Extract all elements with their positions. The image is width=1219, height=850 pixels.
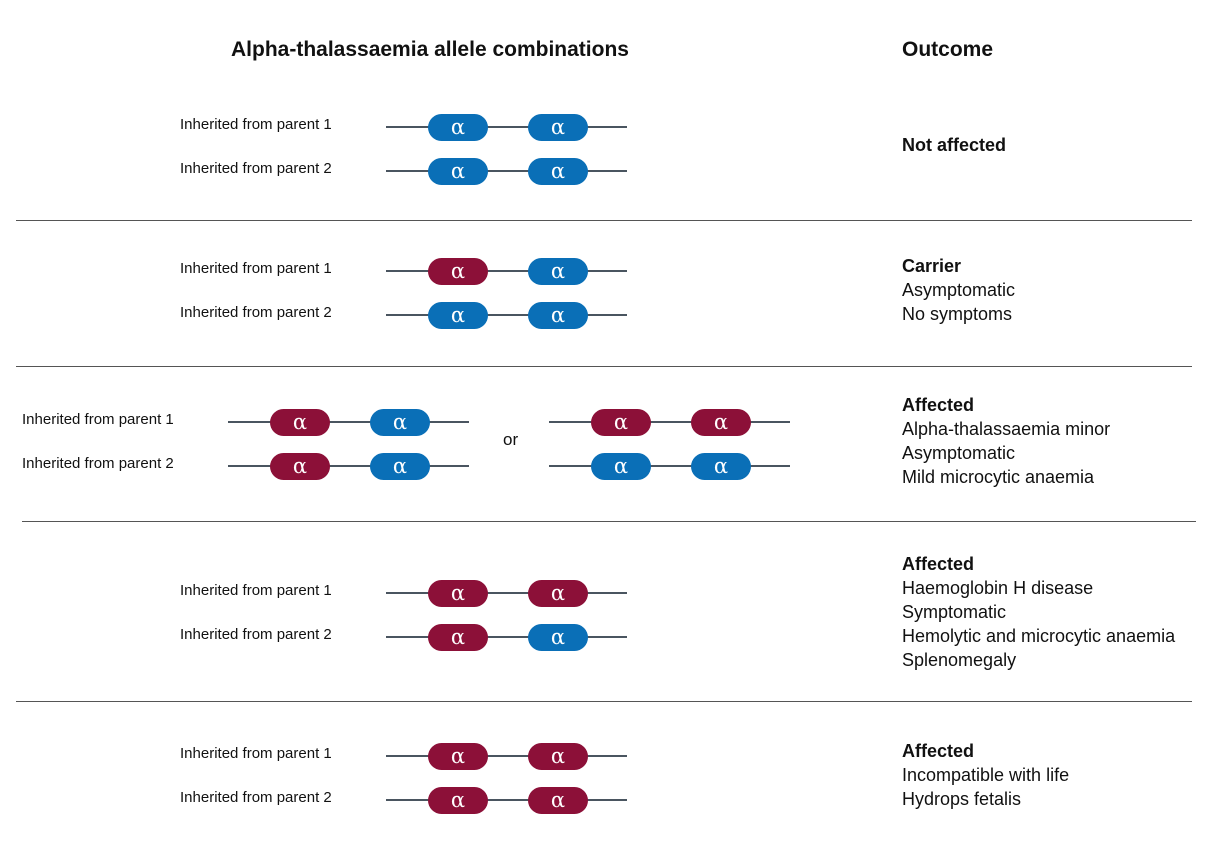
chromosome-line (386, 314, 627, 316)
outcome-detail: Haemoglobin H disease (902, 578, 1094, 598)
mutant-alpha-allele: α (528, 787, 588, 814)
mutant-alpha-allele: α (428, 580, 488, 607)
outcome-description: Not affected (902, 133, 1006, 157)
parent-label: Inherited from parent 1 (180, 582, 332, 599)
mutant-alpha-allele: α (270, 453, 330, 480)
normal-alpha-allele: α (528, 158, 588, 185)
mutant-alpha-allele: α (428, 787, 488, 814)
mutant-alpha-allele: α (428, 258, 488, 285)
or-label: or (503, 430, 519, 449)
parent-label: Inherited from parent 1 (180, 745, 332, 762)
parent-label: Inherited from parent 1 (180, 260, 332, 277)
parent-label: Inherited from parent 2 (180, 626, 332, 643)
chromosome-line (386, 592, 627, 594)
parent-label: Inherited from parent 2 (180, 160, 332, 177)
outcome-detail: Hemolytic and microcytic anaemia (902, 626, 1176, 646)
normal-alpha-allele: α (528, 302, 588, 329)
mutant-alpha-allele: α (591, 409, 651, 436)
allele-pair: Inherited from parent 2 α α (180, 302, 627, 329)
outcome-detail: Mild microcytic anaemia (902, 467, 1095, 487)
row-divider (16, 220, 1192, 221)
allele-pair: Inherited from parent 2 α α (180, 787, 627, 814)
normal-alpha-allele: α (370, 453, 430, 480)
outcome-title: Affected (902, 395, 975, 415)
outcome-detail: Asymptomatic (902, 443, 1016, 463)
mutant-alpha-allele: α (691, 409, 751, 436)
outcome-detail: Hydrops fetalis (902, 789, 1022, 809)
chromosome-line (549, 421, 790, 423)
chromosome-line (228, 421, 469, 423)
chromosome-line (386, 170, 627, 172)
parent-label: Inherited from parent 1 (180, 116, 332, 133)
normal-alpha-allele: α (591, 453, 651, 480)
chromosome-line (549, 465, 790, 467)
parent-label: Inherited from parent 2 (22, 455, 174, 472)
normal-alpha-allele: α (428, 114, 488, 141)
parent-label: Inherited from parent 2 (180, 304, 332, 321)
normal-alpha-allele: α (528, 258, 588, 285)
outcome-detail: Asymptomatic (902, 280, 1016, 300)
chromosome-line (386, 270, 627, 272)
outcome-detail: Splenomegaly (902, 650, 1017, 670)
mutant-alpha-allele: α (428, 743, 488, 770)
allele-pair: Inherited from parent 2 α α (180, 158, 627, 185)
parent-label: Inherited from parent 2 (180, 789, 332, 806)
chromosome-line (386, 636, 627, 638)
chromosome-line (386, 799, 627, 801)
allele-pair: Inherited from parent 2 α α (22, 453, 469, 480)
row-divider (16, 701, 1192, 702)
normal-alpha-allele: α (691, 453, 751, 480)
chromosome-line (386, 126, 627, 128)
mutant-alpha-allele: α (270, 409, 330, 436)
mutant-alpha-allele: α (528, 743, 588, 770)
allele-pair: Inherited from parent 1 α α (180, 258, 627, 285)
outcome-detail: Alpha-thalassaemia minor (902, 419, 1111, 439)
outcome-title: Carrier (902, 256, 962, 276)
normal-alpha-allele: α (528, 624, 588, 651)
outcome-detail: Symptomatic (902, 602, 1007, 622)
outcome-title: Affected (902, 554, 975, 574)
combinations-header: Alpha-thalassaemia allele combinations (231, 38, 629, 61)
row-divider (22, 521, 1196, 522)
outcome-title: Not affected (902, 135, 1007, 155)
normal-alpha-allele: α (528, 114, 588, 141)
normal-alpha-allele: α (370, 409, 430, 436)
chromosome-line (386, 755, 627, 757)
outcome-detail: Incompatible with life (902, 765, 1070, 785)
outcome-detail: No symptoms (902, 304, 1013, 324)
allele-pair: Inherited from parent 1 α α (180, 743, 627, 770)
row-divider (16, 366, 1192, 367)
chromosome-line (228, 465, 469, 467)
mutant-alpha-allele: α (528, 580, 588, 607)
allele-pair: Inherited from parent 1 α α (180, 580, 627, 607)
normal-alpha-allele: α (428, 302, 488, 329)
parent-label: Inherited from parent 1 (22, 411, 174, 428)
mutant-alpha-allele: α (428, 624, 488, 651)
allele-pair: Inherited from parent 2 α α (180, 624, 627, 651)
normal-alpha-allele: α (428, 158, 488, 185)
outcome-header: Outcome (902, 38, 994, 61)
outcome-title: Affected (902, 741, 975, 761)
allele-pair: Inherited from parent 1 α α (22, 409, 469, 436)
allele-pair: Inherited from parent 1 α α (180, 114, 627, 141)
